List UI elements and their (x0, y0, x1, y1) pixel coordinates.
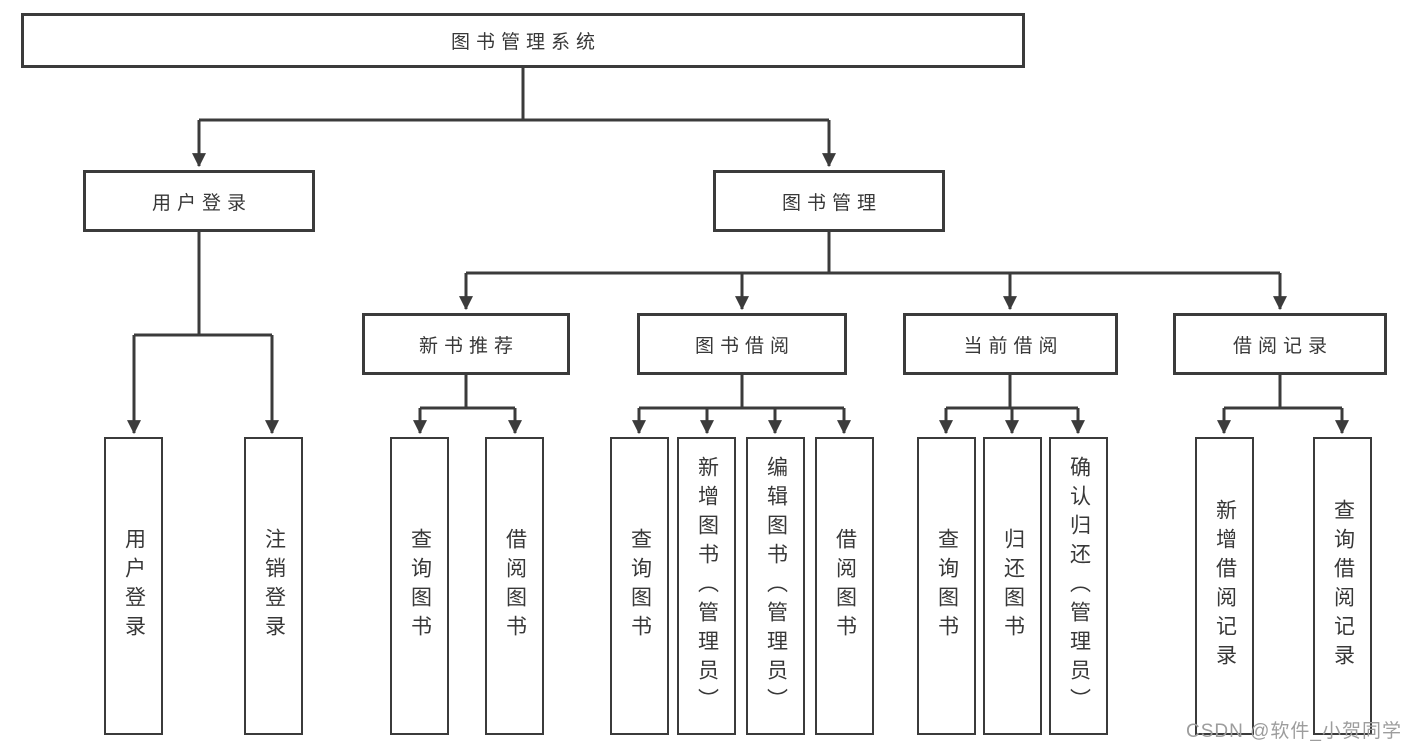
leaf-query-book-recommend: 查询图书 (390, 437, 449, 735)
node-current-borrowing: 当前借阅 (903, 313, 1118, 375)
csdn-watermark: CSDN @软件_小贺同学 (1186, 721, 1402, 742)
leaf-borrow-book-borrowing: 借阅图书 (815, 437, 874, 735)
leaf-return-book: 归还图书 (983, 437, 1042, 735)
leaf-edit-book-admin: 编辑图书（管理员） (746, 437, 805, 735)
leaf-query-book-borrowing: 查询图书 (610, 437, 669, 735)
node-book-borrowing: 图书借阅 (637, 313, 847, 375)
leaf-logout: 注销登录 (244, 437, 303, 735)
leaf-query-book-current: 查询图书 (917, 437, 976, 735)
node-book-management: 图书管理 (713, 170, 945, 232)
node-user-login-group: 用户登录 (83, 170, 315, 232)
leaf-add-book-admin: 新增图书（管理员） (677, 437, 736, 735)
leaf-confirm-return-admin: 确认归还（管理员） (1049, 437, 1108, 735)
leaf-borrow-book-recommend: 借阅图书 (485, 437, 544, 735)
node-root-library-system: 图书管理系统 (21, 13, 1025, 68)
leaf-user-login: 用户登录 (104, 437, 163, 735)
node-borrowing-records: 借阅记录 (1173, 313, 1387, 375)
leaf-add-borrow-record: 新增借阅记录 (1195, 437, 1254, 735)
leaf-query-borrow-record: 查询借阅记录 (1313, 437, 1372, 735)
node-new-book-recommendation: 新书推荐 (362, 313, 570, 375)
